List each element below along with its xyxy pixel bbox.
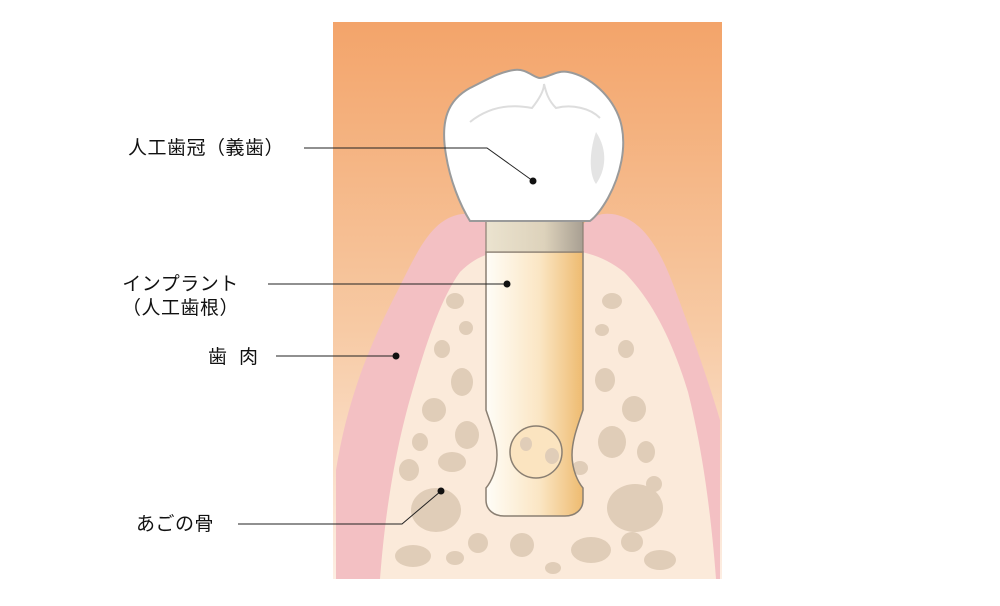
implant-label: インプラント （人工歯根） (122, 272, 239, 320)
jaw-bone-label: あごの骨 (136, 513, 215, 535)
leader-lines (238, 147, 534, 525)
implant-label-line1: インプラント (122, 273, 239, 295)
leader-dots (392, 177, 537, 495)
crown-highlight (469, 83, 601, 123)
implant-dot (503, 280, 511, 288)
implant-label-line2: （人工歯根） (122, 297, 240, 319)
implant-hole-bone (520, 437, 532, 451)
bone-cavities (395, 293, 676, 574)
crown-leader-line (304, 147, 534, 182)
abutment (485, 220, 584, 253)
implant-hole-bone (545, 448, 559, 464)
bone-dot (437, 487, 445, 495)
crown-dot (529, 177, 537, 185)
gum-label: 歯肉 (208, 346, 271, 368)
gum-dot (392, 352, 400, 360)
bone-leader-line (238, 490, 442, 525)
crown-shade (590, 132, 605, 184)
crown-label: 人工歯冠（義歯） (128, 137, 285, 159)
